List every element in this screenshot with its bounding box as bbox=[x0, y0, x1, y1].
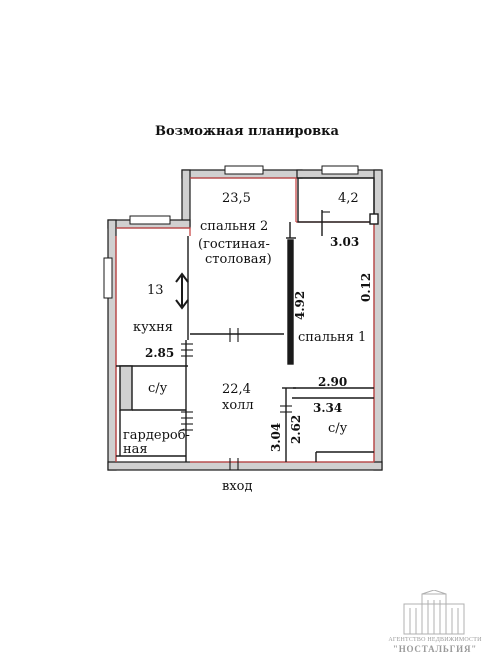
hall-dim-c: 3.04 bbox=[269, 423, 283, 452]
bedroom2-sub2: столовая) bbox=[205, 252, 272, 267]
agency-logo bbox=[403, 590, 465, 635]
agency-line1: АГЕНТСТВО НЕДВИЖИМОСТИ bbox=[388, 637, 482, 643]
hall-dim-b: 3.34 bbox=[313, 401, 342, 415]
bedroom2-sub1: (гостиная- bbox=[198, 237, 270, 252]
plan-title: Возможная планировка bbox=[155, 124, 339, 139]
interior-walls bbox=[116, 177, 379, 462]
agency-line2: "НОСТАЛЬГИЯ" bbox=[392, 644, 478, 654]
wardrobe-name1: гардероб- bbox=[123, 428, 190, 443]
kitchen-area: 13 bbox=[147, 283, 164, 298]
bedroom1-dim-width: 4.92 bbox=[293, 291, 307, 320]
sliding-door-arrow bbox=[175, 272, 189, 310]
balcony-area: 4,2 bbox=[338, 191, 359, 206]
windows bbox=[103, 165, 359, 299]
bedroom2-area: 23,5 bbox=[222, 191, 251, 206]
hall-name: холл bbox=[222, 398, 254, 413]
hall-dim-d: 2.62 bbox=[289, 415, 303, 444]
bedroom2-name: спальня 2 bbox=[200, 219, 268, 234]
kitchen-dim: 2.85 bbox=[145, 346, 174, 360]
bedroom1-name: спальня 1 bbox=[298, 330, 366, 345]
bedroom1-dim-side: 0.12 bbox=[359, 273, 373, 302]
hall-area: 22,4 bbox=[222, 382, 251, 397]
wardrobe-name2: ная bbox=[123, 442, 148, 457]
entrance-label: вход bbox=[222, 479, 252, 494]
accent-lines bbox=[115, 177, 375, 463]
bath1-name: с/у bbox=[148, 381, 168, 396]
agency-logo-text: АГЕНТСТВО НЕДВИЖИМОСТИ "НОСТАЛЬГИЯ" bbox=[380, 636, 490, 654]
bath2-name: с/у bbox=[328, 421, 348, 436]
kitchen-name: кухня bbox=[133, 320, 173, 335]
balcony-dim: 3.03 bbox=[330, 235, 359, 249]
door-marks bbox=[181, 211, 330, 470]
hall-dim-a: 2.90 bbox=[318, 375, 347, 389]
